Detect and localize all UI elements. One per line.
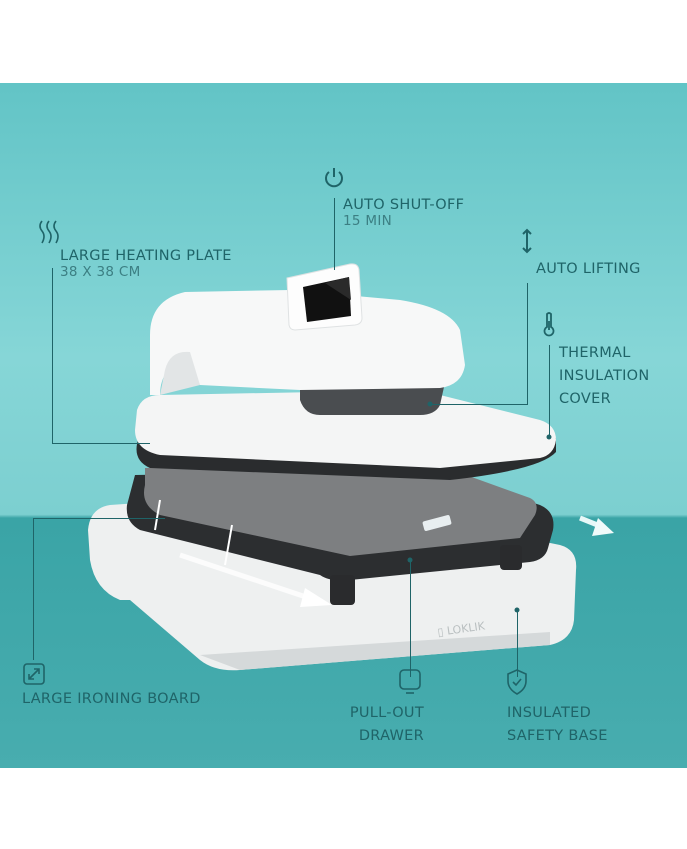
- press-head: [150, 290, 465, 395]
- safety-base-leader-line: [517, 610, 518, 677]
- safety-base-line: INSULATED: [507, 705, 592, 721]
- auto-shutoff-leader-line: [334, 198, 335, 270]
- heating-plate-label: LARGE HEATING PLATE 38 X 38 CM: [60, 245, 232, 284]
- auto-shutoff-label: AUTO SHUT-OFF 15 MIN: [343, 194, 464, 233]
- ironing-board-leader-line-h: [33, 518, 165, 519]
- ironing-board-label: LARGE IRONING BOARD: [22, 691, 201, 707]
- auto-lifting-label: AUTO LIFTING: [536, 261, 641, 277]
- thermal-cover-label: THERMAL INSULATION COVER: [559, 342, 650, 411]
- drawer-icon: [399, 669, 421, 694]
- shield-check-icon: [507, 669, 527, 695]
- thermal-cover-line: COVER: [559, 391, 611, 407]
- heating-plate: [135, 390, 556, 468]
- expand-icon: [23, 663, 45, 685]
- auto-shutoff-title: AUTO SHUT-OFF: [343, 197, 465, 213]
- drawer-line: PULL-OUT: [349, 705, 424, 721]
- heat-waves-icon: [39, 220, 59, 244]
- heating-plate-title: LARGE HEATING PLATE: [60, 248, 232, 264]
- thermal-cover-line: INSULATION: [559, 368, 650, 384]
- heating-plate-leader-line: [52, 268, 53, 443]
- power-icon: [325, 168, 343, 188]
- drawer-leader-line: [410, 560, 411, 677]
- thermometer-icon: [543, 312, 555, 337]
- heating-plate-detail: 38 X 38 CM: [60, 264, 141, 280]
- thermal-cover-line: THERMAL: [559, 345, 631, 361]
- ironing-board-leader-line: [33, 518, 34, 660]
- auto-lifting-leader-line: [527, 283, 528, 405]
- heating-plate-leader-line-h: [52, 443, 150, 444]
- safety-base-line: SAFETY BASE: [507, 728, 608, 744]
- drawer-line: DRAWER: [358, 728, 424, 744]
- safety-base-label: INSULATED SAFETY BASE: [507, 702, 608, 748]
- auto-lifting-leader-line-h: [430, 404, 527, 405]
- thermal-leader-line: [549, 345, 550, 437]
- drawer-label: PULL-OUT DRAWER: [300, 702, 424, 748]
- auto-shutoff-detail: 15 MIN: [343, 213, 392, 229]
- vertical-arrows-icon: [522, 228, 532, 254]
